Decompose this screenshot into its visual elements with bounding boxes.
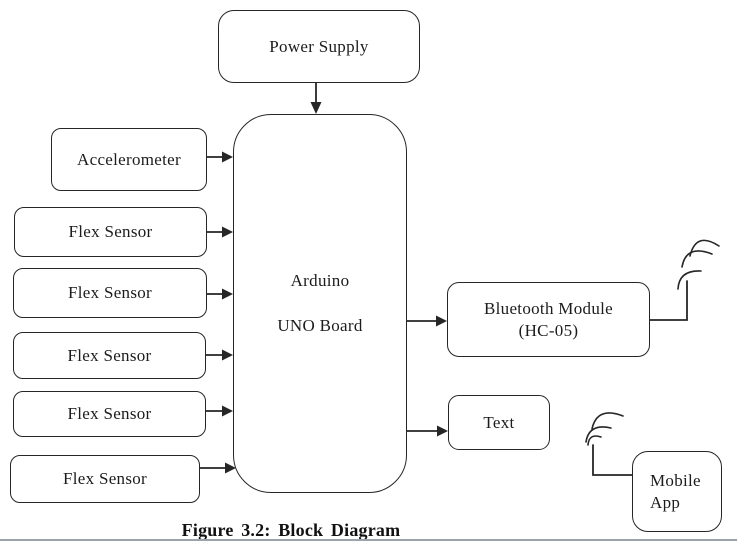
page-bottom-rule	[0, 539, 737, 541]
node-label-line2: (HC-05)	[518, 320, 579, 340]
node-flex-sensor-4: Flex Sensor	[13, 391, 206, 437]
node-label: Text	[483, 412, 515, 432]
node-arduino-uno-board: Arduino UNO Board	[233, 114, 407, 493]
arrow-flex5-to-arduino	[199, 462, 236, 474]
node-label: Flex Sensor	[62, 469, 148, 488]
figure-caption: Figure 3.2: Block Diagram	[181, 520, 401, 540]
node-bluetooth-module: Bluetooth Module (HC-05)	[447, 282, 650, 357]
arrow-arduino-to-bluetooth	[406, 315, 447, 327]
node-power-supply: Power Supply	[218, 10, 420, 83]
node-accelerometer: Accelerometer	[51, 128, 207, 191]
node-flex-sensor-1: Flex Sensor	[14, 207, 207, 257]
arrow-flex4-to-arduino	[205, 405, 233, 417]
node-label: Flex Sensor	[68, 222, 153, 241]
node-label: Flex Sensor	[67, 283, 153, 302]
arrow-accelerometer-to-arduino	[206, 151, 233, 163]
node-flex-sensor-2: Flex Sensor	[13, 268, 207, 318]
node-flex-sensor-5: Flex Sensor	[10, 455, 200, 503]
arrow-power-to-arduino	[310, 82, 322, 114]
arrow-flex2-to-arduino	[206, 288, 233, 300]
radio-waves-icon	[585, 412, 624, 446]
node-text-output: Text	[448, 395, 550, 450]
node-label-line1: Arduino	[290, 271, 350, 290]
node-label: Power Supply	[269, 36, 369, 56]
mobile-antenna-icon	[585, 412, 633, 476]
node-label-line2: UNO Board	[277, 316, 363, 335]
node-label-line1: Mobile	[650, 470, 701, 490]
radio-waves-icon	[677, 239, 720, 290]
arrow-arduino-to-text	[406, 425, 448, 437]
node-mobile-app: Mobile App	[632, 451, 722, 532]
node-label: Accelerometer	[77, 149, 181, 169]
arrow-flex3-to-arduino	[205, 349, 233, 361]
bluetooth-antenna-icon	[649, 239, 720, 321]
node-label: Flex Sensor	[67, 404, 152, 423]
node-flex-sensor-3: Flex Sensor	[13, 332, 206, 379]
arrow-flex1-to-arduino	[206, 226, 233, 238]
node-label-line1: Bluetooth Module	[484, 298, 613, 318]
node-label: Flex Sensor	[67, 345, 152, 365]
node-label-line2: App	[650, 492, 681, 512]
